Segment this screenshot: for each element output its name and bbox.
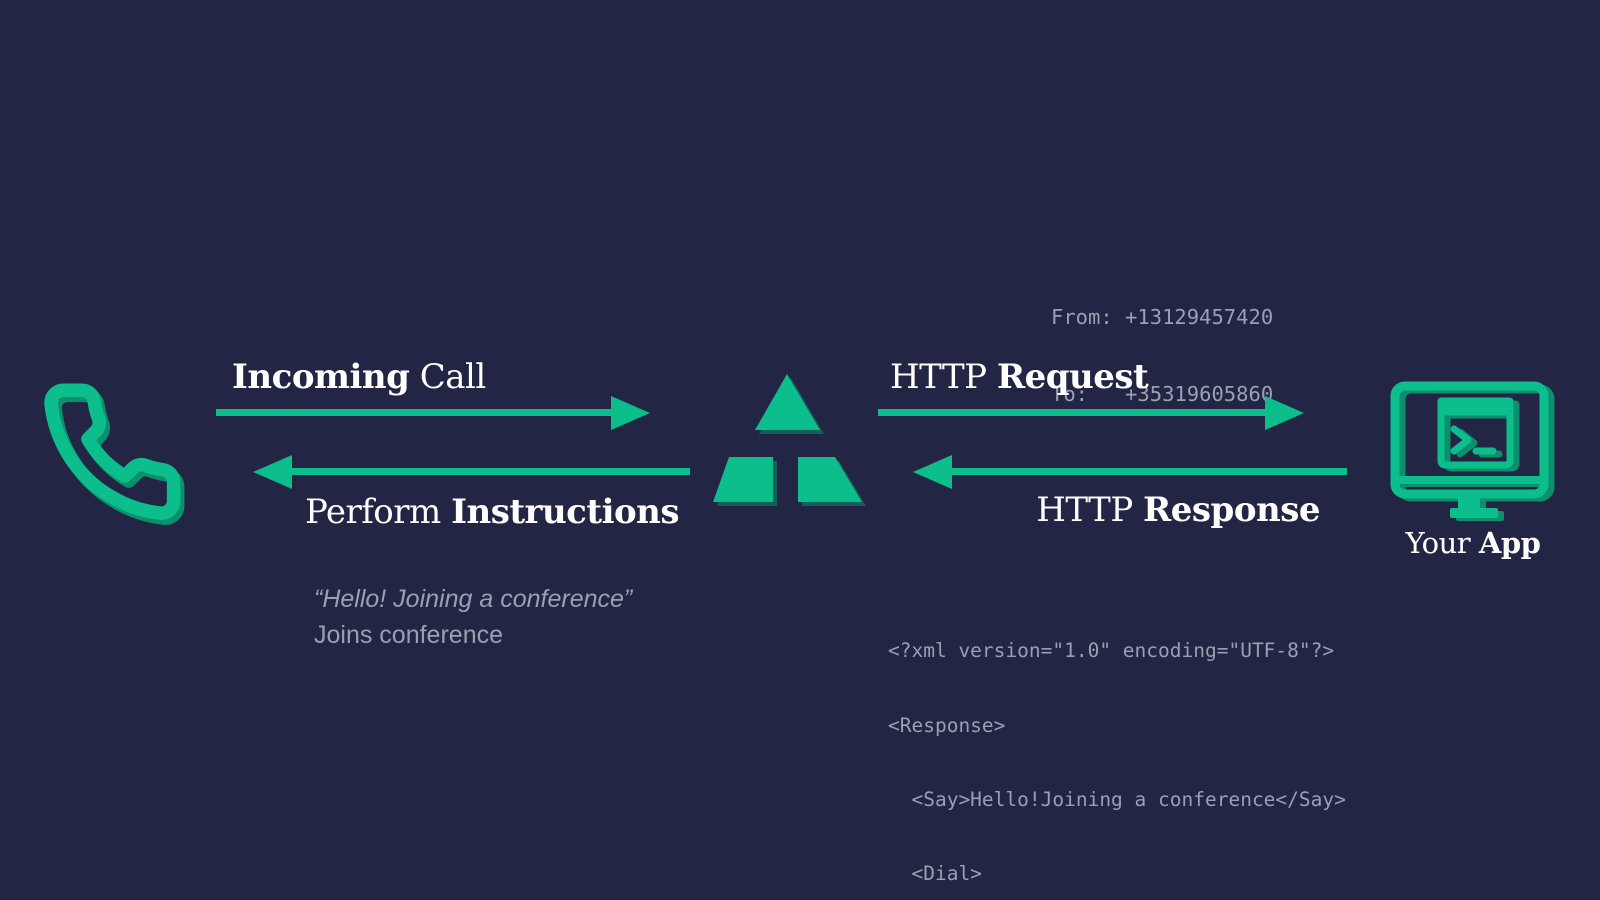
perform-instructions-arrow	[291, 468, 690, 475]
perform-instructions-label-regular: Perform	[305, 492, 452, 532]
perform-instructions-arrowhead-icon	[253, 455, 292, 489]
perform-instructions-label-bold: Instructions	[451, 492, 680, 532]
http-response-label: HTTP Response	[1036, 490, 1320, 530]
terminal-window-icon	[1437, 397, 1514, 469]
xml-code-line: <Say>Hello!Joining a conference</Say>	[888, 787, 1346, 811]
http-response-arrow	[951, 468, 1347, 475]
http-request-arrow	[878, 409, 1266, 416]
http-response-label-bold: Response	[1143, 490, 1320, 530]
xml-code-line: <?xml version="1.0" encoding="UTF-8"?>	[888, 639, 1335, 663]
http-request-label-bold: Request	[996, 357, 1149, 397]
incoming-call-arrowhead-icon	[611, 396, 650, 430]
perform-instructions-label: Perform Instructions	[305, 492, 680, 532]
http-request-label-regular: HTTP	[890, 357, 997, 397]
incoming-call-label-bold: Incoming	[232, 357, 410, 397]
call-to-line: To: +35319605860	[1051, 381, 1274, 406]
xml-response-code: <?xml version="1.0" encoding="UTF-8"?> <…	[888, 590, 1381, 900]
your-app-label-regular: Your	[1405, 526, 1479, 560]
http-response-arrowhead-icon	[913, 455, 952, 489]
caller-speech-text: “Hello! Joining a conference”	[314, 585, 633, 613]
http-request-arrowhead-icon	[1265, 396, 1304, 430]
xml-code-line: <Response>	[888, 713, 1006, 737]
platform-triangle-logo-icon	[713, 374, 862, 502]
phone-handset-icon	[44, 383, 181, 520]
http-request-label: HTTP Request	[890, 357, 1149, 397]
call-from-line: From: +13129457420	[1051, 305, 1274, 329]
xml-code-line: <Dial>	[888, 861, 982, 885]
caller-action-text: Joins conference	[314, 621, 504, 649]
incoming-call-arrow	[216, 409, 612, 416]
monitor-terminal-icon	[1390, 381, 1549, 518]
http-response-label-regular: HTTP	[1036, 490, 1144, 530]
incoming-call-label-regular: Call	[409, 357, 487, 397]
your-app-label-bold: App	[1478, 526, 1541, 560]
call-metadata: From: +13129457420 To: +35319605860	[1051, 254, 1273, 458]
incoming-call-label: Incoming Call	[232, 357, 486, 397]
your-app-label: Your App	[1392, 526, 1554, 560]
